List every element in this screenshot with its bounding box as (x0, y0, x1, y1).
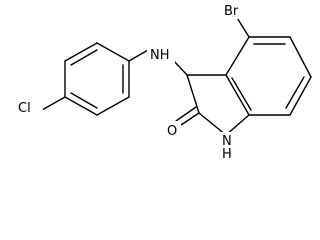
bond-benzo-inner-3 (231, 77, 252, 111)
bond-ring1-5 (96, 96, 130, 116)
ring-nitrogen-label: N (222, 134, 232, 149)
bond-benzo-3 (289, 36, 312, 78)
amine-nh-label: NH (150, 48, 170, 63)
indolinone-core (186, 36, 312, 136)
label-bg-cl (17, 98, 43, 116)
bond-aryl-nh (128, 49, 149, 62)
bond-benzo-1 (225, 36, 250, 76)
bond-c-br (235, 15, 250, 38)
bond-ring1-1 (96, 42, 130, 62)
bond-ring1-inner-2 (70, 92, 98, 109)
oxygen-label: O (167, 124, 177, 139)
molecule-structure: NH Cl Br O N H (17, 1, 312, 161)
bond-c3-c2 (186, 74, 200, 114)
bond-benzo-inner-2 (285, 76, 305, 109)
ring-hydrogen-label: H (222, 147, 232, 161)
bond-c-cl (41, 96, 66, 111)
bond-n1-c7a (225, 114, 250, 136)
label-bg-o (165, 121, 181, 139)
bond-ring1-inner-1 (70, 49, 98, 66)
bond-ring1-4 (64, 96, 98, 116)
label-bg-br (223, 1, 248, 19)
label-bg-nh (147, 45, 175, 63)
bond-carbonyl-1 (177, 112, 200, 128)
label-bg-h (220, 146, 234, 161)
bond-c3a-c7a (225, 74, 250, 116)
bromine-label: Br (224, 4, 239, 19)
bond-benzo-4 (289, 76, 312, 116)
bond-ring1-2 (64, 42, 98, 62)
bond-c2-n1 (198, 112, 227, 136)
bond-carbonyl-2 (175, 106, 197, 122)
chlorine-label: Cl (18, 101, 31, 116)
chlorophenyl-ring (64, 42, 130, 116)
bond-nh-c3 (172, 59, 188, 76)
label-bg-n (220, 132, 234, 148)
